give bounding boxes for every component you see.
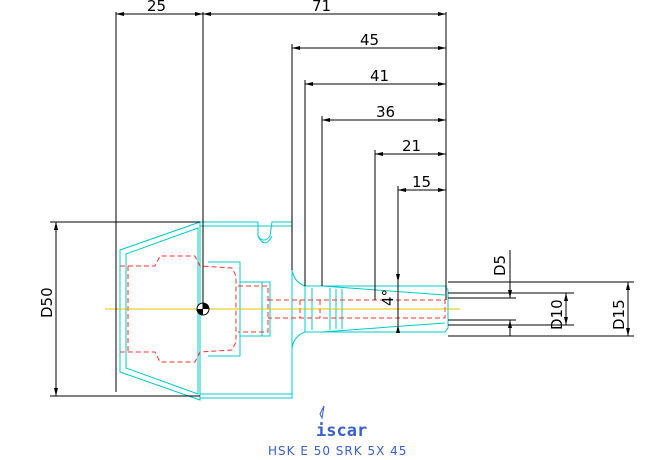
dim-label-d15: D15 xyxy=(610,299,628,330)
dim-label-41: 41 xyxy=(370,67,389,85)
dim-label-21: 21 xyxy=(402,137,421,155)
dim-label-d50: D50 xyxy=(38,287,56,318)
dimension-lines xyxy=(50,12,634,397)
dim-label-d5: D5 xyxy=(491,255,509,276)
dim-label-71: 71 xyxy=(312,0,331,15)
arrowheads xyxy=(54,12,630,396)
dim-label-25: 25 xyxy=(147,0,166,15)
dim-label-45: 45 xyxy=(360,31,379,49)
angle-label: 4° xyxy=(379,289,397,306)
dim-label-d10: D10 xyxy=(548,299,566,330)
logo-flame-icon xyxy=(319,405,325,420)
brand-logo: iscar xyxy=(316,405,367,441)
dim-label-36: 36 xyxy=(376,103,395,121)
tool-outline xyxy=(119,221,449,401)
logo-text: iscar xyxy=(316,421,367,441)
tool-caption: HSK E 50 SRK 5X 45 xyxy=(268,444,407,458)
dim-label-15: 15 xyxy=(412,173,431,191)
